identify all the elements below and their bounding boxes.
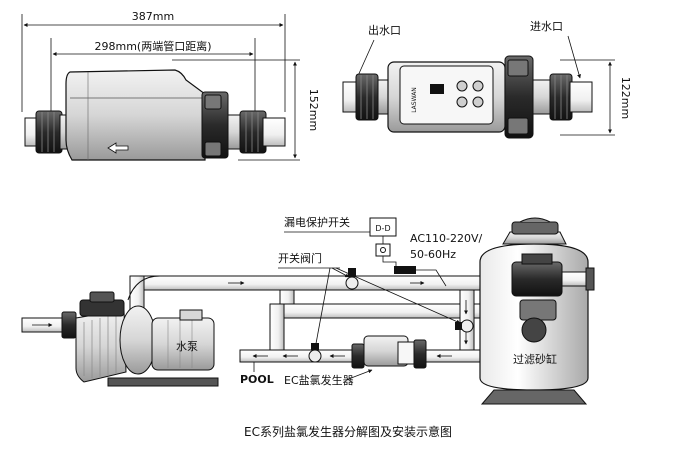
outlet-label: 出水口 [368,23,401,37]
caption: EC系列盐氯发生器分解图及安装示意图 [244,424,452,439]
pool-label: POOL [240,373,274,386]
flow-arrow-sticker [107,142,129,154]
brand-text: LASWAN [411,87,418,113]
top-height-label: 122mm [619,77,632,119]
filter-tank [479,217,595,405]
control-buttons [456,80,484,108]
valves-label: 开关阀门 [278,251,322,265]
side-height-label: 152mm [307,89,320,131]
switch-box-text: D-D [375,224,390,233]
dimension-port-span: 298mm(两端管口距离) [50,38,256,112]
pump-label: 水泵 [176,340,198,353]
ec-generator-unit [351,335,427,369]
dimension-overall-width: 387mm [21,10,286,112]
valve-lower-left [308,343,322,363]
generator-label: EC盐氯发生器 [284,373,354,387]
dimension-side-height: 152mm [172,59,320,161]
valve-upper [345,268,359,290]
power-plug [394,266,416,274]
overall-width-label: 387mm [132,10,174,23]
inlet-label: 进水口 [530,20,563,33]
side-view: 387mm 298mm(两端管口距离) 152mm [21,10,320,161]
leakage-switch: D-D [369,217,397,237]
dimension-top-height: 122mm [560,59,632,136]
display-window [430,84,444,94]
installation-diagram: 水泵 过滤砂缸 漏电保护开关 D-D [21,215,595,405]
valve-right [455,319,474,333]
power-line1: AC110-220V/ [410,232,482,245]
port-span-label: 298mm(两端管口距离) [94,39,211,53]
filter-label: 过滤砂缸 [513,352,557,366]
pump [21,291,219,387]
leakage-switch-label: 漏电保护开关 [284,215,350,229]
power-line2: 50-60Hz [410,248,456,261]
top-view: 出水口 进水口 122mm LASWAN [342,20,632,139]
